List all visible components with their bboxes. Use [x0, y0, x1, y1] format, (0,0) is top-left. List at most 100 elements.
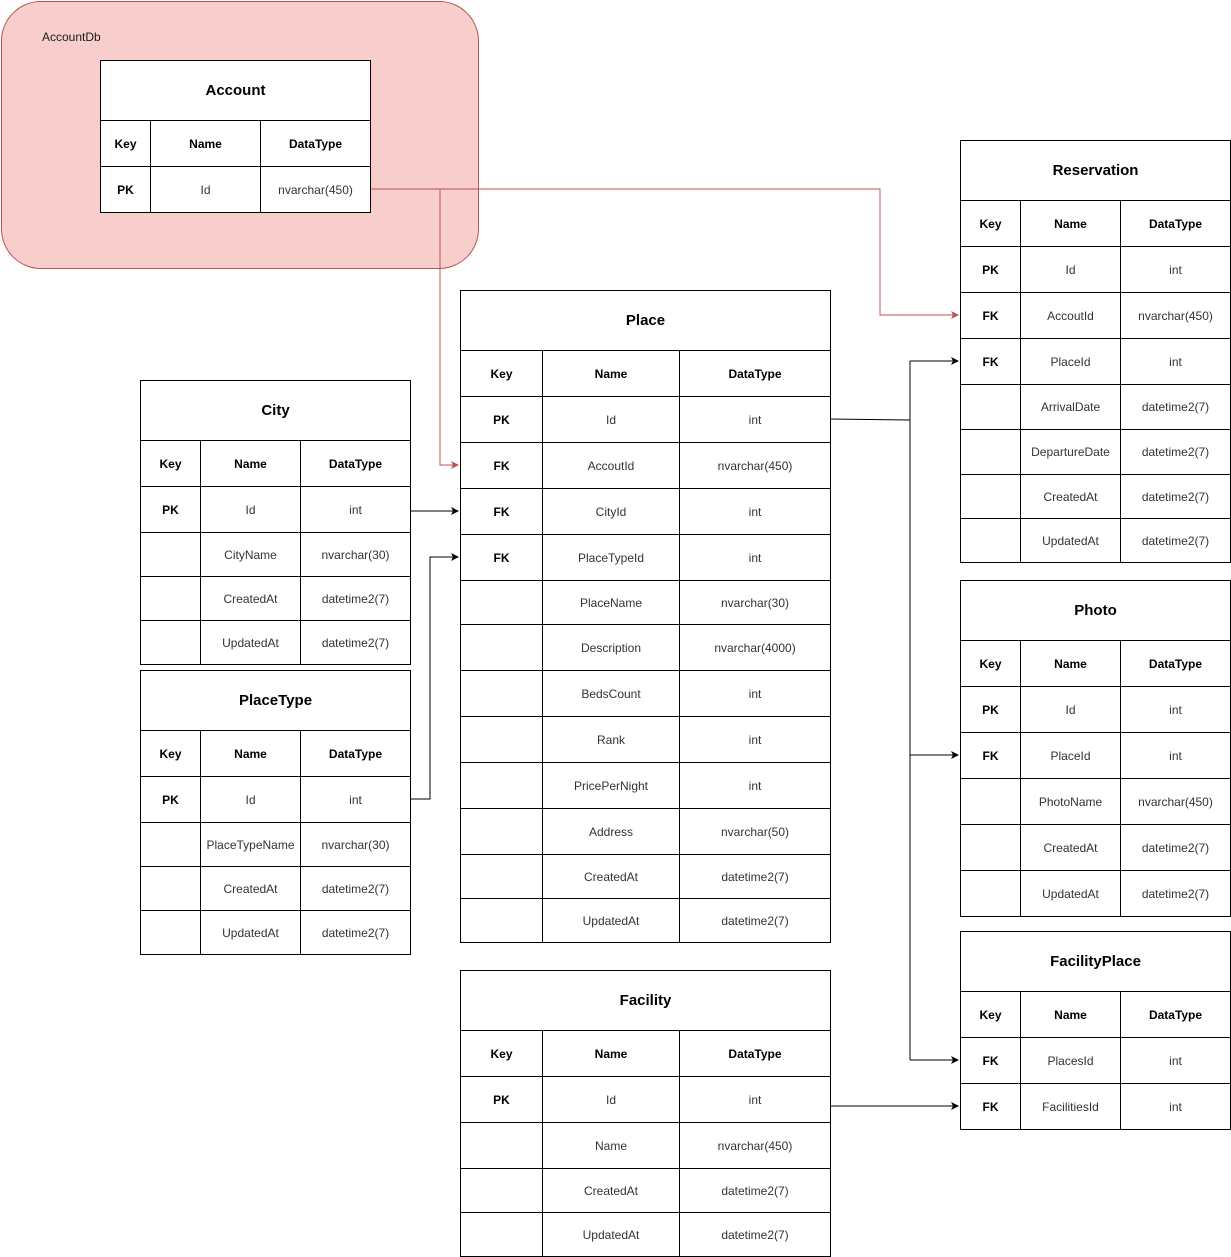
row-key: FK	[460, 534, 543, 581]
table-row: CityName nvarchar(30)	[140, 532, 411, 577]
row-type: datetime2(7)	[1120, 824, 1231, 871]
header-name: Name	[542, 350, 680, 397]
row-key: FK	[960, 338, 1021, 385]
row-key	[460, 808, 543, 855]
row-key: PK	[960, 246, 1021, 293]
row-key	[960, 870, 1021, 917]
row-type: int	[1120, 732, 1231, 779]
row-key	[460, 580, 543, 625]
header-key: Key	[960, 991, 1021, 1038]
header-name: Name	[200, 440, 301, 487]
header-datatype: DataType	[1120, 640, 1231, 687]
row-type: nvarchar(30)	[678, 580, 832, 625]
row-name: CreatedAt	[542, 1168, 680, 1213]
header-name: Name	[1020, 640, 1121, 687]
row-type: datetime2(7)	[1119, 518, 1231, 563]
row-name: PlaceName	[542, 580, 680, 625]
row-key	[960, 778, 1021, 825]
entity-title: FacilityPlace	[959, 931, 1231, 992]
row-type: datetime2(7)	[1120, 870, 1231, 917]
table-row: UpdatedAt datetime2(7)	[140, 910, 411, 955]
header-datatype: DataType	[259, 120, 372, 167]
row-name: Name	[542, 1122, 680, 1169]
header-name: Name	[1020, 991, 1121, 1038]
table-row: FK CityId int	[460, 488, 832, 535]
row-type: int	[678, 670, 832, 717]
table-row: FK AccoutId nvarchar(450)	[460, 442, 832, 489]
row-name: UpdatedAt	[1020, 518, 1121, 563]
row-name: CreatedAt	[1020, 474, 1121, 519]
entity-account: Account Key Name DataType PK Id nvarchar…	[99, 60, 372, 213]
entity-title: Facility	[460, 970, 831, 1031]
entity-place: Place Key Name DataType PK Id int FK Acc…	[459, 290, 832, 943]
header-datatype: DataType	[1119, 200, 1231, 247]
table-row: FK PlacesId int	[960, 1037, 1231, 1084]
row-name: FacilitiesId	[1020, 1083, 1121, 1130]
row-key	[460, 854, 543, 899]
header-name: Name	[1020, 200, 1121, 247]
header-key: Key	[960, 200, 1021, 247]
row-name: Id	[200, 776, 301, 823]
row-type: datetime2(7)	[678, 898, 832, 943]
row-name: Address	[542, 808, 680, 855]
link-place-trunk	[829, 418, 911, 421]
header-datatype: DataType	[300, 440, 411, 487]
entity-title: City	[140, 380, 411, 441]
row-name: Description	[542, 624, 680, 671]
row-name: Id	[1020, 246, 1121, 293]
row-key: FK	[960, 1083, 1021, 1130]
table-row: CreatedAt datetime2(7)	[460, 854, 832, 899]
row-type: datetime2(7)	[300, 576, 411, 621]
table-row: CreatedAt datetime2(7)	[960, 474, 1231, 519]
header-key: Key	[100, 120, 151, 167]
table-row: PlaceName nvarchar(30)	[460, 580, 832, 625]
table-row: PK Id int	[140, 776, 411, 823]
row-type: int	[678, 488, 832, 535]
entity-reservation: Reservation Key Name DataType PK Id int …	[959, 140, 1231, 563]
row-type: nvarchar(450)	[679, 1122, 831, 1169]
row-name: UpdatedAt	[1020, 870, 1121, 917]
table-row: PhotoName nvarchar(450)	[960, 778, 1231, 825]
row-name: PlaceId	[1020, 732, 1121, 779]
row-name: DepartureDate	[1020, 429, 1121, 475]
row-name: UpdatedAt	[542, 898, 680, 943]
row-name: PlaceId	[1020, 338, 1121, 385]
row-name: PlaceTypeId	[542, 534, 680, 581]
entity-city: City Key Name DataType PK Id int CityNam…	[140, 380, 411, 665]
region-label: AccountDb	[42, 30, 101, 44]
row-key	[960, 824, 1021, 871]
row-type: int	[300, 776, 411, 823]
entity-title: PlaceType	[140, 670, 411, 731]
row-key: PK	[140, 486, 201, 533]
table-row: FK PlaceId int	[960, 338, 1231, 385]
table-row: PK Id int	[140, 486, 411, 533]
header-name: Name	[150, 120, 261, 167]
table-row: PK Id int	[960, 246, 1231, 293]
row-name: BedsCount	[542, 670, 680, 717]
row-name: UpdatedAt	[542, 1212, 680, 1257]
row-key	[140, 532, 201, 577]
row-name: UpdatedAt	[200, 910, 301, 955]
entity-photo: Photo Key Name DataType PK Id int FK Pla…	[960, 580, 1231, 917]
table-row: CreatedAt datetime2(7)	[140, 866, 411, 911]
table-row: Description nvarchar(4000)	[460, 624, 832, 671]
row-type: nvarchar(450)	[678, 442, 832, 489]
entity-placetype: PlaceType Key Name DataType PK Id int Pl…	[140, 670, 411, 955]
table-row: PK Id int	[460, 1076, 831, 1123]
table-row: FK PlaceId int	[960, 732, 1231, 779]
row-key	[140, 910, 201, 955]
row-type: nvarchar(450)	[1120, 778, 1231, 825]
row-key	[140, 822, 201, 867]
row-name: AccoutId	[542, 442, 680, 489]
table-row: PricePerNight int	[460, 762, 832, 809]
row-name: PlacesId	[1020, 1037, 1121, 1084]
row-key	[960, 474, 1021, 519]
table-row: Address nvarchar(50)	[460, 808, 832, 855]
row-name: Id	[542, 396, 680, 443]
row-key: PK	[960, 686, 1021, 733]
row-name: ArrivalDate	[1020, 384, 1121, 430]
row-name: CreatedAt	[200, 576, 301, 621]
row-key: PK	[140, 776, 201, 823]
row-type: datetime2(7)	[1119, 474, 1231, 519]
row-key	[960, 384, 1021, 430]
